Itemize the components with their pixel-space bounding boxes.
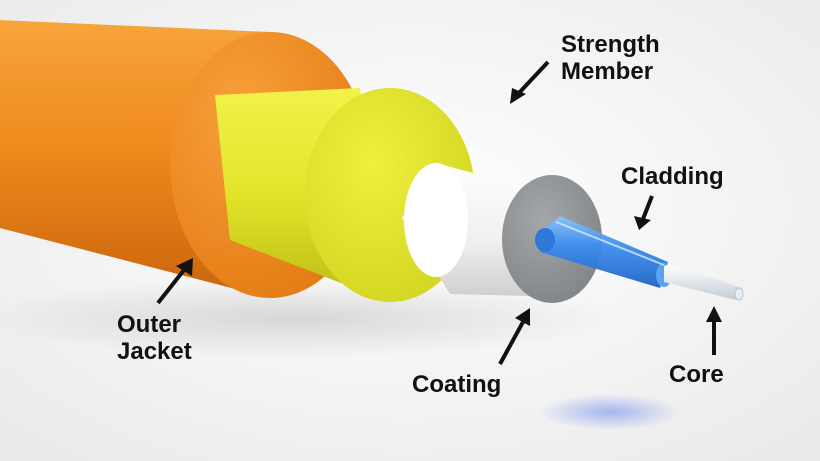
light-glow: [540, 394, 680, 430]
strength-member-label-line-1: Strength: [561, 31, 660, 58]
strength-member-label-line-2: Member: [561, 58, 654, 85]
core-fiber: [664, 264, 744, 301]
strength-member-label: Strength Member: [561, 31, 660, 85]
arrow-cladding: [634, 195, 654, 230]
outer-jacket-label-line-2: Jacket: [117, 338, 192, 365]
cladding-label: Cladding: [621, 163, 724, 190]
outer-jacket-label: Outer Jacket: [117, 311, 192, 365]
arrow-strength-member: [510, 60, 550, 104]
core-label: Core: [669, 361, 724, 388]
arrow-outer-jacket: [156, 258, 193, 305]
arrow-coating: [498, 308, 530, 365]
arrow-core: [706, 306, 722, 355]
coating-layer: [402, 163, 530, 296]
label-arrows: [156, 60, 722, 365]
outer-jacket-label-line-1: Outer: [117, 311, 182, 338]
cable-shadow: [0, 278, 620, 358]
coating-label: Coating: [412, 371, 502, 398]
cladding-tube: [535, 216, 672, 288]
